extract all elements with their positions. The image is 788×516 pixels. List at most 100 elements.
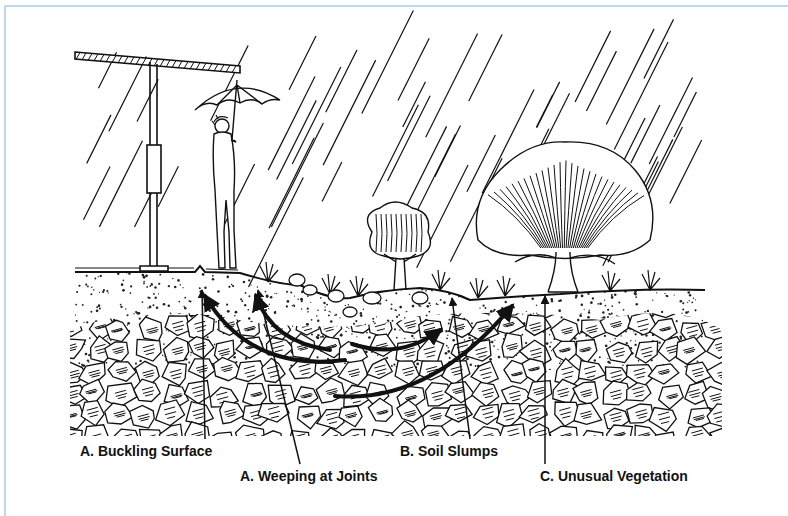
rock-facet [374, 365, 386, 375]
soil-dot [297, 298, 299, 300]
foliage-stroke [560, 162, 563, 248]
soil-dot [85, 283, 87, 285]
soil-dot [549, 369, 551, 371]
rock-outline [649, 295, 680, 318]
soil-dot [494, 285, 496, 287]
soil-dot [406, 311, 407, 312]
soil-dot [184, 307, 186, 309]
soil-dot [464, 339, 465, 340]
soil-dot [274, 293, 275, 294]
rock-outline [498, 424, 525, 443]
rock-outline [108, 362, 136, 382]
soil-dot [470, 364, 472, 366]
rock [550, 426, 578, 445]
soil-dot [390, 308, 392, 310]
soil-dot [493, 345, 495, 347]
rock-facet [431, 297, 443, 308]
rock [295, 387, 318, 405]
rock-facet [482, 407, 494, 418]
soil-dot [78, 285, 80, 287]
rock-facet [65, 304, 77, 311]
foliage-stroke [564, 160, 566, 248]
rock-facet [614, 432, 626, 436]
soil-dot [494, 340, 495, 341]
soil-dot [425, 290, 427, 292]
soil-dot [549, 273, 552, 276]
rock-facet [403, 348, 415, 357]
rock-facet [164, 407, 176, 419]
rock-outline [530, 424, 551, 444]
rock [105, 342, 129, 362]
soil-dot [147, 297, 149, 299]
soil-dot [549, 346, 551, 348]
rock-outline [659, 385, 684, 409]
soil-dot [326, 291, 327, 292]
soil-dot [445, 352, 448, 355]
soil-dot [564, 283, 567, 286]
soil-dot [334, 270, 336, 272]
soil-dot [611, 305, 613, 307]
small-tree-part [376, 214, 422, 252]
rain-line [277, 100, 317, 179]
soil-dot [695, 299, 696, 300]
rock-facet [506, 343, 518, 350]
soil-dot [386, 299, 388, 301]
soil-dot [317, 337, 320, 340]
rock-facet [638, 433, 650, 438]
large-tree [476, 142, 653, 292]
rock-facet [431, 391, 443, 400]
rock-outline [185, 381, 210, 404]
shelter-sign-part [147, 145, 161, 193]
soil-dot [295, 266, 297, 268]
seepage-arrows-part [335, 306, 512, 397]
rock [650, 432, 676, 455]
rock-outline [164, 338, 189, 363]
soil-dot [179, 284, 181, 286]
rock-facet [718, 435, 730, 440]
rock-facet [666, 345, 678, 353]
rain-line [469, 35, 502, 102]
soil-dot [214, 344, 216, 346]
rock-outline [162, 362, 186, 385]
rock-outline [133, 294, 160, 312]
rock [133, 294, 160, 312]
rain-line [586, 51, 616, 111]
rock-outline [472, 382, 499, 406]
rock [525, 315, 551, 335]
rock-outline [315, 363, 339, 380]
soil-dot [607, 361, 610, 364]
soil-dot [410, 264, 412, 266]
rock-outline [268, 292, 295, 312]
soil-dot [235, 311, 238, 314]
rock-facet [659, 327, 671, 331]
grass-tuft [350, 276, 368, 296]
roof-hatch [100, 54, 104, 61]
soil-dot [149, 285, 151, 287]
soil-dot [152, 304, 154, 306]
soil-dot [652, 267, 654, 269]
soil-dot [232, 285, 234, 287]
roof-hatch [160, 60, 164, 67]
soil-dot [702, 283, 703, 284]
soil-dot [564, 264, 565, 265]
grass-tuft [470, 278, 488, 298]
soil-dot [414, 264, 416, 266]
rock [576, 340, 597, 364]
soil-dot [475, 365, 477, 367]
soil-dot [294, 295, 295, 296]
soil-dot [335, 314, 337, 316]
soil-dot [635, 340, 636, 341]
page-frame-part [5, 5, 788, 7]
rock-facet [482, 434, 494, 440]
soil-dot [265, 291, 267, 293]
soil-dot [630, 264, 632, 266]
soil-dot [168, 285, 170, 287]
soil-dot [344, 267, 346, 269]
soil-dot [231, 284, 233, 286]
soil-dot [392, 320, 394, 322]
soil-dot [317, 320, 319, 322]
rock-outline [630, 293, 656, 316]
rock [237, 317, 260, 336]
seepage-arrows-part [205, 296, 345, 362]
soil-dot [315, 282, 317, 284]
